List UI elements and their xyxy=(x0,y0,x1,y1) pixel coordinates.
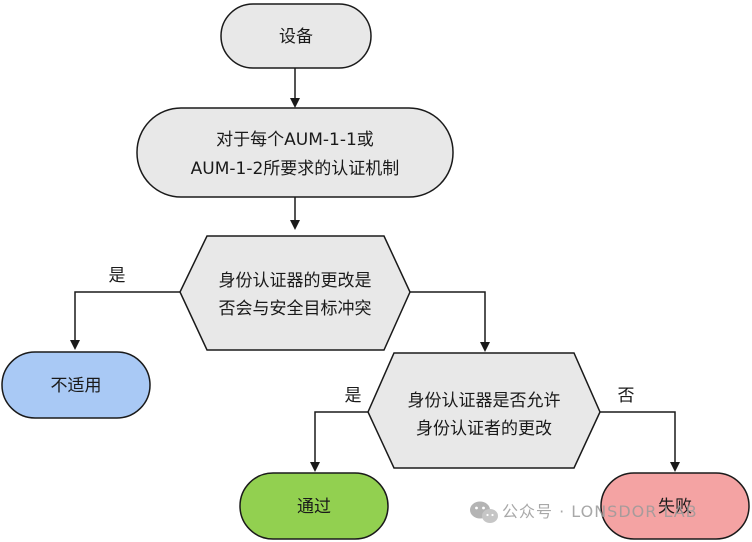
node-auth-mechanism-line1: 对于每个AUM-1-1或 xyxy=(216,130,374,150)
node-device xyxy=(220,3,372,69)
node-conflict-check xyxy=(179,235,411,351)
node-not-applicable-label: 不适用 xyxy=(51,376,102,396)
node-device-label: 设备 xyxy=(279,27,313,47)
node-conflict-check-line2: 否会与安全目标冲突 xyxy=(219,299,372,319)
node-allow-check xyxy=(367,352,601,469)
edge-allow-no-to-fail xyxy=(600,411,680,472)
edge-conflict-yes-to-not-applicable xyxy=(70,291,180,350)
watermark: 公众号 · LONSDOR LAB xyxy=(470,501,698,523)
edge-label-allow-yes: 是 xyxy=(345,386,362,406)
node-fail-label: 失败 xyxy=(658,497,692,517)
node-allow-check-line2: 身份认证者的更改 xyxy=(416,419,552,439)
node-auth-mechanism xyxy=(136,107,454,198)
edge-label-allow-no: 否 xyxy=(618,386,635,406)
node-allow-check-line1: 身份认证器是否允许 xyxy=(408,391,561,411)
node-not-applicable xyxy=(1,351,151,419)
node-auth-mechanism-line2: AUM-1-2所要求的认证机制 xyxy=(191,159,400,179)
wechat-icon xyxy=(470,501,498,523)
edge-conflict-no-to-allow xyxy=(410,291,490,352)
edge-allow-yes-to-pass xyxy=(310,411,368,472)
node-pass-label: 通过 xyxy=(297,497,331,517)
watermark-text: 公众号 · LONSDOR LAB xyxy=(502,502,698,521)
node-pass xyxy=(239,472,389,540)
edge-label-conflict-yes: 是 xyxy=(109,266,126,286)
node-conflict-check-line1: 身份认证器的更改是 xyxy=(219,271,372,291)
node-fail xyxy=(600,472,750,540)
